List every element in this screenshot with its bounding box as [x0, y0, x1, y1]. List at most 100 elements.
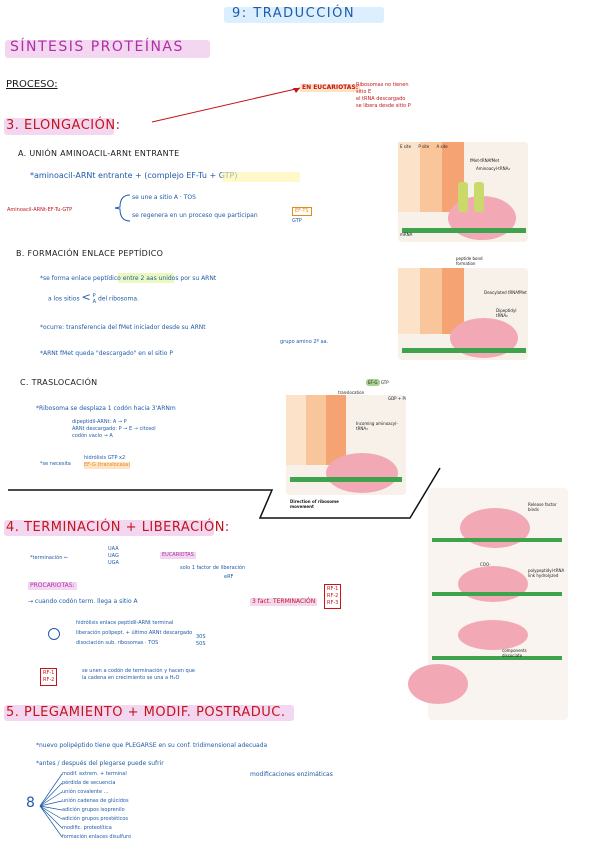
- s5-title: 5. PLEGAMIENTO + MODIF. POSTRADUC.: [6, 705, 286, 720]
- s3a-b1: se une a sitio A · TOS: [132, 194, 196, 201]
- s4-eucariotas: EUCARIOTAS: [160, 552, 196, 559]
- s4-sub: 50S: [196, 641, 206, 647]
- fig2-site-e: [398, 268, 420, 334]
- fig1-a: A site: [436, 144, 448, 149]
- s4-sub-s: 30S 50S: [196, 634, 206, 648]
- proceso-label: PROCESO:: [6, 79, 58, 90]
- s3c-needs: hidrólisis GTP x2 EF-G (translocasa): [84, 455, 131, 469]
- s3b-title: B. FORMACIÓN ENLACE PEPTÍDICO: [16, 249, 164, 258]
- s3a-title: A. UNIÓN AMINOACIL-ARNt ENTRANTE: [18, 149, 180, 158]
- s3b-l1: *se forma enlace peptídico entre 2 aas u…: [40, 275, 217, 282]
- fig-translocation-label: translocation: [338, 390, 365, 395]
- s3b-brace: <: [81, 290, 91, 304]
- s4-circ-items: hidrólisis enlace peptidil-ARNt terminal…: [76, 620, 192, 647]
- s5-circ: 8: [26, 795, 35, 811]
- s3c-n1: hidrólisis GTP x2: [84, 455, 126, 461]
- fig-peptide-bond: peptide bond formation: [456, 256, 483, 266]
- euc-note-line: se libera desde sitio P: [356, 103, 411, 109]
- s3-title: 3. ELONGACIÓN:: [6, 118, 121, 133]
- fig3-mrna: [290, 477, 402, 482]
- fig3-incoming: Incoming aminoacyl-tRNA₃: [356, 421, 398, 431]
- s4-codons: UAA UAG UGA: [108, 546, 119, 567]
- fig3-gdp: GDP + Pi: [388, 396, 406, 401]
- fig3-efg-gtp: GTP: [380, 380, 389, 385]
- euc-note-label: EN EUCARIOTAS:: [300, 84, 361, 92]
- s3c-s2: ARNt descargado: P → E → citosol: [72, 426, 156, 432]
- s5-fan: [39, 773, 63, 838]
- fig2-site-p: [420, 268, 442, 334]
- fig3-ribosome: [326, 453, 398, 493]
- fig1-mrna-label: mRNA: [400, 232, 413, 237]
- s3b-l3: *ocurre: transferencia del fMet iniciado…: [40, 324, 206, 331]
- fig4-mrna-2: [432, 592, 562, 596]
- s3a-formula-text: *aminoacil-ARNt entrante + (complejo EF-…: [30, 171, 238, 180]
- s4-sub: 30S: [196, 634, 206, 640]
- s4-circ-item: hidrólisis enlace peptidil-ARNt terminal: [76, 620, 174, 626]
- s4-l2: → cuando codón term. llega a sitio A: [28, 598, 138, 605]
- fig-elongation-3: Incoming aminoacyl-tRNA₃: [286, 395, 406, 495]
- s4-rf: RF-3: [327, 600, 339, 606]
- s3c-s3: codón vacío → A: [72, 433, 113, 439]
- euc-note-line: sitio E: [356, 89, 372, 95]
- s4-rf-pair-item: RF-2: [43, 677, 55, 683]
- s3a-b2: se regenera en un proceso que participan: [132, 212, 258, 219]
- s4-rf-note: se unen a codón de terminación y hacen q…: [82, 668, 195, 682]
- euc-note-line: el tRNA descargado: [356, 96, 406, 102]
- s4-title: 4. TERMINACIÓN + LIBERACIÓN:: [6, 520, 230, 535]
- s4-l2b: 3 fact. TERMINACIÓN: [250, 598, 318, 606]
- s5-mod: pérdida de secuencia: [62, 780, 116, 786]
- fig4-mrna-1: [432, 538, 562, 542]
- fig3-direction: Direction of ribosome movement: [290, 499, 339, 509]
- euc-note-line: Ribosomas no tienen: [356, 82, 409, 88]
- s5-mod: formación enlaces disulfuro: [62, 834, 132, 840]
- s4-eucariotas-sub: solo 1 factor de liberación: [180, 565, 246, 571]
- fig4-subunit-blob: [408, 664, 468, 704]
- s3a-left: Aminoacil-ARNt-EF-Tu-GTP: [7, 207, 73, 213]
- s4-rf: RF-1: [327, 586, 339, 592]
- fig-elongation-1: E site P site A site fMet-tRNAfMet Amino…: [398, 142, 528, 242]
- fig-termination: Release factor binds polypeptidyl-tRNA l…: [408, 488, 568, 720]
- fig1-e: E site: [400, 144, 412, 149]
- s4-rf-list: RF-1 RF-2 RF-3: [324, 584, 342, 609]
- fig3-site-e: [286, 395, 306, 465]
- fig2-mrna: [402, 348, 526, 353]
- s3-highlight: [4, 118, 114, 135]
- s4-codon: UGA: [108, 560, 119, 566]
- s3b-l2: a los sitios < P A del ribosoma.: [48, 290, 139, 306]
- s5-l2: *antes / después del plegarse puede sufr…: [36, 760, 164, 767]
- s5-highlight: [4, 705, 294, 721]
- s3b-pa: P A: [93, 293, 96, 305]
- fig3-efg: EF-G: [366, 379, 380, 386]
- s3c-title: C. TRASLOCACIÓN: [20, 378, 98, 387]
- fig2-dipeptidyl: Dipeptidyl tRNA₂: [496, 308, 517, 318]
- fig4-hydrolysis: polypeptidyl-tRNA link hydrolyzed: [528, 568, 565, 578]
- s3b-enlace-highlight: [118, 273, 174, 283]
- page-subtitle: SÍNTESIS PROTEÍNAS: [10, 39, 184, 55]
- arrow-to-note: [151, 87, 301, 123]
- s5-mod: modific. proteolítica: [62, 825, 112, 831]
- s4-l1: *terminación ←: [30, 555, 69, 561]
- s3b-l4: *ARNt fMet queda "descargado" en el siti…: [40, 350, 173, 357]
- s5-mod: adición grupos isoprenilo: [62, 807, 125, 813]
- fig4-coo: COO⁻: [480, 562, 492, 567]
- s5-mod: modif. extrem. + terminal: [62, 771, 127, 777]
- fig4-mrna-3: [432, 656, 562, 660]
- s3b-l2-end: del ribosoma.: [97, 295, 139, 303]
- title-highlight: [224, 7, 384, 23]
- s3a-formula: *aminoacil-ARNt entrante + (complejo EF-…: [30, 170, 237, 181]
- s4-rf-pair-item: RF-1: [43, 670, 55, 676]
- s5-l1: *nuevo polipéptido tiene que PLEGARSE en…: [36, 742, 268, 749]
- fig1-site-e: [398, 142, 420, 212]
- fig3-site-a: [326, 395, 346, 465]
- fig-elongation-2: Deacylated tRNAfMet Dipeptidyl tRNA₂: [398, 268, 528, 360]
- fig3-efg-badge: EF-G GTP: [366, 379, 389, 386]
- fig4-release: Release factor binds: [528, 502, 557, 512]
- s4-rf-note-1: se unen a codón de terminación y hacen q…: [82, 668, 195, 674]
- s4-circ-item: disociación sub. ribosomas · TOS: [76, 640, 159, 646]
- subtitle-highlight: [5, 40, 210, 58]
- s3a-complex-highlight: [222, 172, 300, 182]
- fig1-site-labels: E site P site A site: [400, 144, 448, 149]
- fig4-ribosome-1: [460, 508, 530, 548]
- fig2-deacylated: Deacylated tRNAfMet: [484, 290, 527, 295]
